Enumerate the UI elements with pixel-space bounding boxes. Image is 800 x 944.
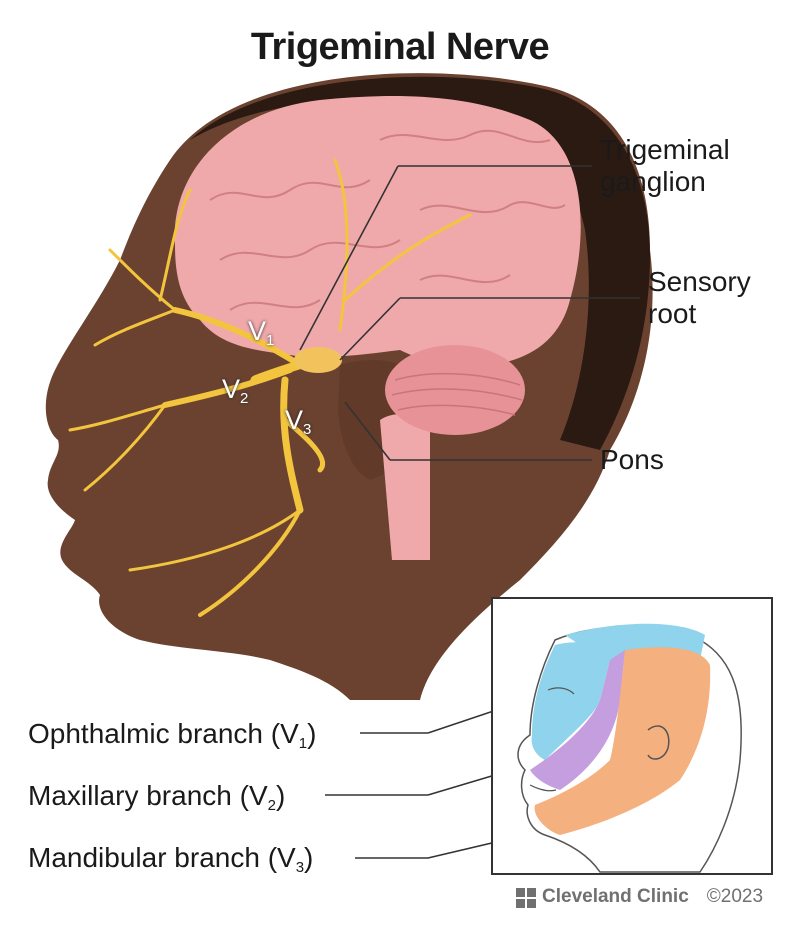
brain (174, 96, 581, 368)
inset-head (517, 623, 742, 873)
v1-label: V1 (248, 316, 275, 349)
v3-label: V3 (285, 405, 312, 438)
trigeminal-ganglion (294, 347, 342, 373)
v2-label: V2 (222, 374, 249, 407)
cerebellum (385, 345, 525, 435)
branch-ophthalmic: Ophthalmic branch (V1) (28, 718, 317, 752)
hair (190, 76, 650, 451)
copyright: ©2023 (706, 886, 764, 907)
cleveland-clinic-logo-mark (516, 888, 536, 908)
pons-label: Pons (600, 444, 664, 475)
branch-mandibular: Mandibular branch (V3) (28, 842, 314, 876)
brand-name: Cleveland Clinic (542, 886, 689, 907)
branch-maxillary: Maxillary branch (V2) (28, 780, 286, 814)
brainstem (380, 414, 430, 560)
sensory-root-label: Sensory root (648, 266, 751, 329)
diagram-title: Trigeminal Nerve (250, 26, 550, 68)
trigeminal-ganglion-label: Trigeminal ganglion (600, 134, 730, 197)
footer: Cleveland Clinic ©2023 (512, 886, 763, 908)
